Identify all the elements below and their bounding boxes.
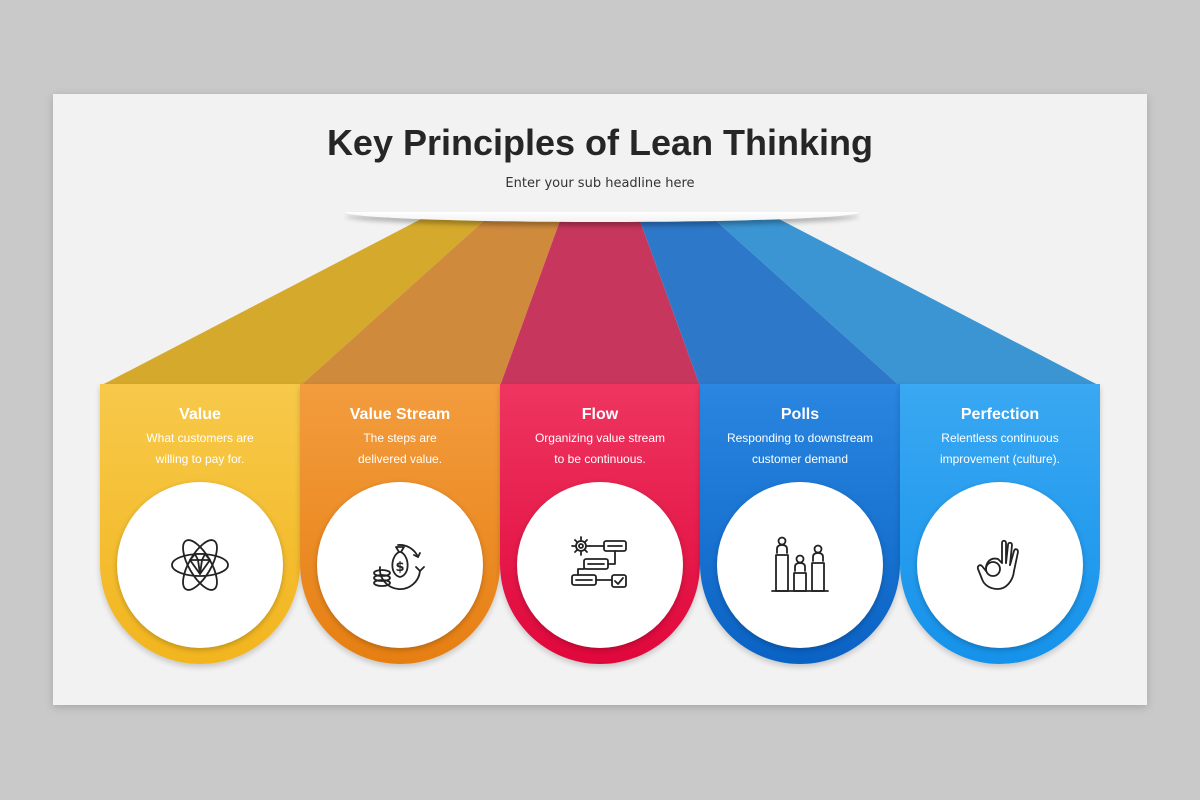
card-desc-line: Organizing value stream [534, 431, 666, 445]
card-title: Flow [581, 406, 619, 423]
icon-circle [917, 482, 1083, 648]
icon-circle [517, 482, 683, 648]
shelf [345, 212, 859, 222]
card-desc-line: to be continuous. [554, 452, 646, 466]
card-title: Perfection [960, 406, 1040, 423]
card-title: Value [179, 406, 221, 423]
card-title: Polls [780, 406, 820, 423]
card-description: The steps are delivered value. [310, 428, 490, 470]
card-desc-line: improvement (culture). [939, 452, 1061, 466]
card-desc-line: Relentless continuous [941, 431, 1059, 445]
card-desc-line: Responding to downstream [726, 431, 874, 445]
beam-flow [500, 218, 700, 386]
page-title: Key Principles of Lean Thinking [326, 122, 874, 163]
atom-diamond-icon [168, 533, 232, 597]
card-description: What customers are willing to pay for. [110, 428, 290, 470]
icon-circle: $ [317, 482, 483, 648]
beam-polls [639, 218, 900, 386]
card-desc-line: customer demand [751, 452, 849, 466]
card-description: Relentless continuous improvement (cultu… [910, 428, 1090, 470]
people-podium-icon [768, 533, 832, 597]
icon-circle [117, 482, 283, 648]
card-desc-line: The steps are [363, 431, 437, 445]
card-perfection: Perfection Relentless continuous improve… [900, 384, 1100, 664]
card-value: Value What customers are willing to pay … [100, 384, 300, 664]
beam-value [100, 218, 487, 386]
card-desc-line: What customers are [146, 431, 254, 445]
card-description: Responding to downstream customer demand [710, 428, 890, 470]
card-polls: Polls Responding to downstream customer … [700, 384, 900, 664]
icon-circle [717, 482, 883, 648]
beam-value-stream [300, 218, 561, 386]
card-description: Organizing value stream to be continuous… [510, 428, 690, 470]
card-flow: Flow Organizing value stream to be conti… [500, 384, 700, 664]
page-subtitle: Enter your sub headline here [505, 176, 695, 191]
workflow-gear-icon [568, 533, 632, 597]
slide: Key Principles of Lean Thinking Enter yo… [53, 94, 1147, 705]
card-desc-line: delivered value. [357, 452, 443, 466]
beams [100, 218, 1100, 386]
beam-perfection [713, 218, 1100, 386]
card-value-stream: Value Stream The steps are delivered val… [300, 384, 500, 664]
card-desc-line: willing to pay for. [155, 452, 245, 466]
money-bag-cycle-icon: $ [368, 533, 432, 597]
svg-text:$: $ [395, 560, 404, 575]
ok-hand-icon [968, 533, 1032, 597]
card-title: Value Stream [349, 406, 451, 423]
